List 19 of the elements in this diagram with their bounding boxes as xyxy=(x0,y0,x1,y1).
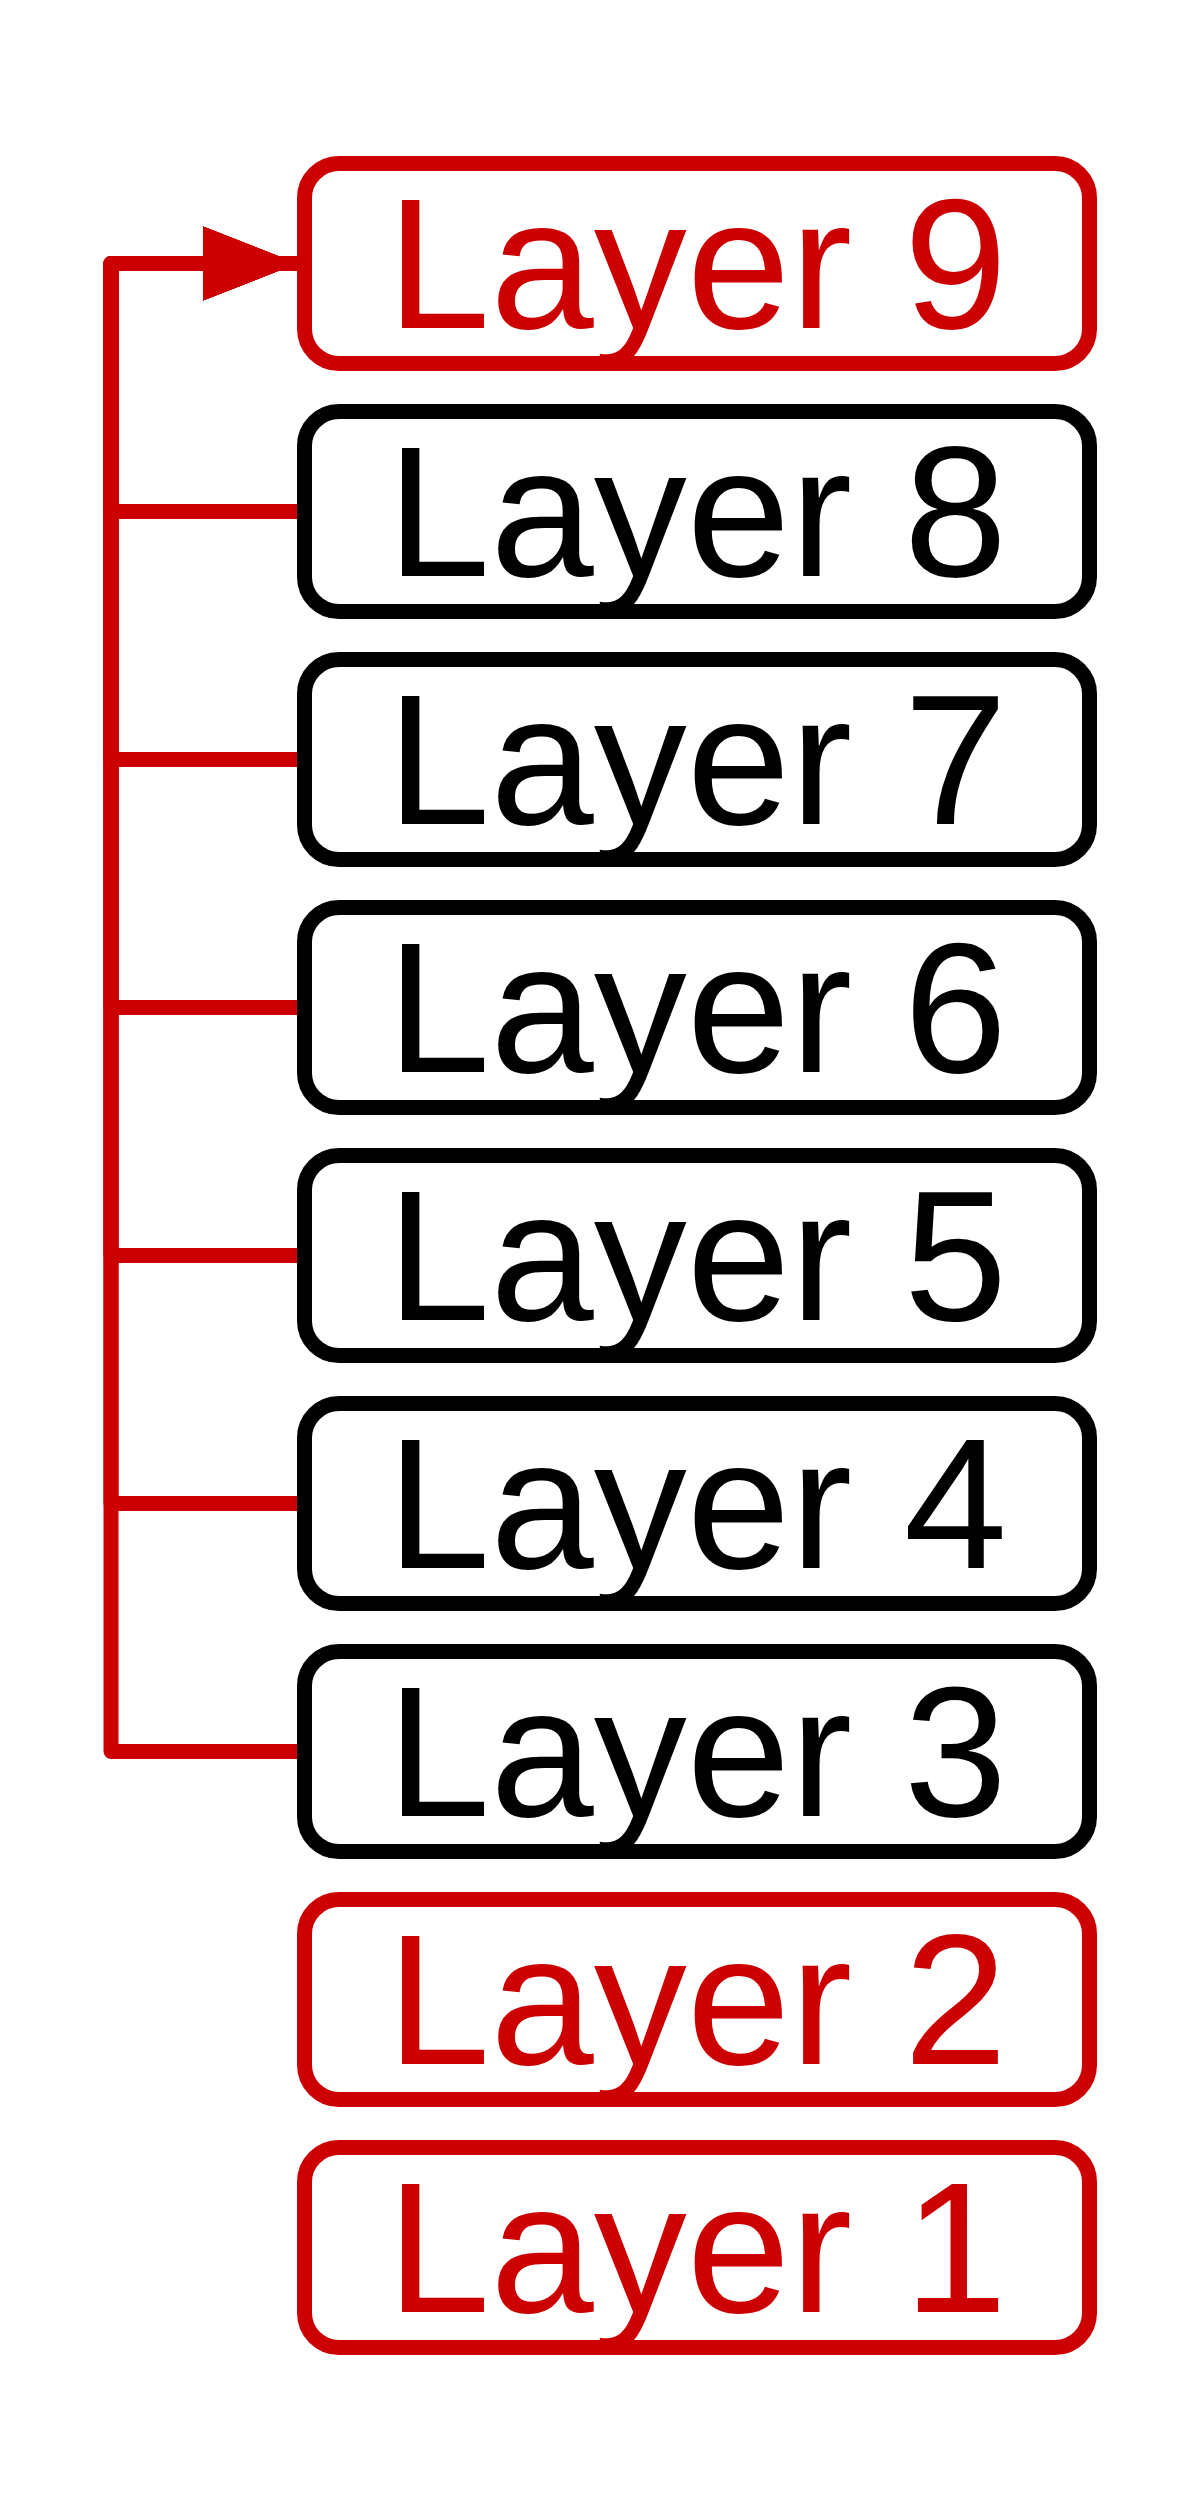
layer-box xyxy=(297,2140,1097,2355)
connector-arrow xyxy=(103,226,297,1759)
layer-box xyxy=(297,1892,1097,2107)
layer-box xyxy=(297,1396,1097,1611)
layer-box xyxy=(297,156,1097,371)
layer-box xyxy=(297,1644,1097,1859)
layer-label: Layer 5 xyxy=(386,1162,1008,1349)
layer-label: Layer 2 xyxy=(386,1906,1008,2093)
layer-box xyxy=(297,1148,1097,1363)
layer-label: Layer 3 xyxy=(386,1658,1008,1845)
layer-label: Layer 8 xyxy=(386,418,1008,605)
layer-label: Layer 1 xyxy=(386,2154,1008,2341)
layer-box xyxy=(297,652,1097,867)
layer-label: Layer 4 xyxy=(386,1410,1008,1597)
layer-label: Layer 7 xyxy=(386,666,1008,853)
layer-label: Layer 9 xyxy=(386,170,1008,357)
layer-box xyxy=(297,900,1097,1115)
layer-label: Layer 6 xyxy=(386,914,1008,1101)
layer-box xyxy=(297,404,1097,619)
